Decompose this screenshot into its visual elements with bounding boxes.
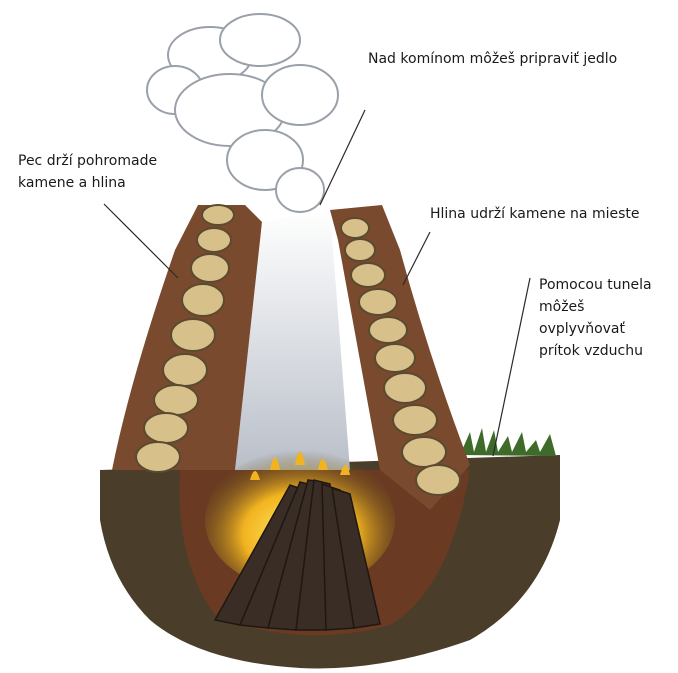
label-clay-holds: Hlina udrží kamene na mieste (430, 203, 639, 225)
label-tunnel-line-2: môžeš (539, 299, 585, 315)
flames (250, 451, 350, 480)
label-clay-holds-text: Hlina udrží kamene na mieste (430, 206, 640, 222)
wood-logs (213, 479, 381, 631)
label-chimney-top: Nad komínom môžeš pripraviť jedlo (368, 48, 617, 70)
leader-lines (103, 109, 531, 457)
label-stones-clay-line-1: Pec drží pohromade (18, 153, 158, 169)
smoke-cloud (146, 13, 339, 213)
chimney-smoke (235, 210, 350, 470)
left-stones (135, 204, 235, 473)
label-stones-clay: Pec drží pohromade kamene a hlina (18, 150, 157, 194)
label-tunnel-line-3: ovplyvňovať (539, 321, 625, 337)
label-stones-clay-line-2: kamene a hlina (18, 175, 126, 191)
leader-chimney (319, 109, 366, 206)
leader-tunnel (492, 277, 531, 457)
label-tunnel-line-1: Pomocou tunela (539, 277, 652, 293)
label-tunnel-line-4: prítok vzduchu (539, 343, 643, 359)
grass (460, 428, 556, 456)
label-tunnel: Pomocou tunela môžeš ovplyvňovať prítok … (539, 274, 652, 362)
right-stones (340, 217, 461, 496)
leader-stones (103, 203, 179, 279)
label-chimney-top-text: Nad komínom môžeš pripraviť jedlo (368, 51, 618, 67)
leader-clay (402, 231, 431, 286)
